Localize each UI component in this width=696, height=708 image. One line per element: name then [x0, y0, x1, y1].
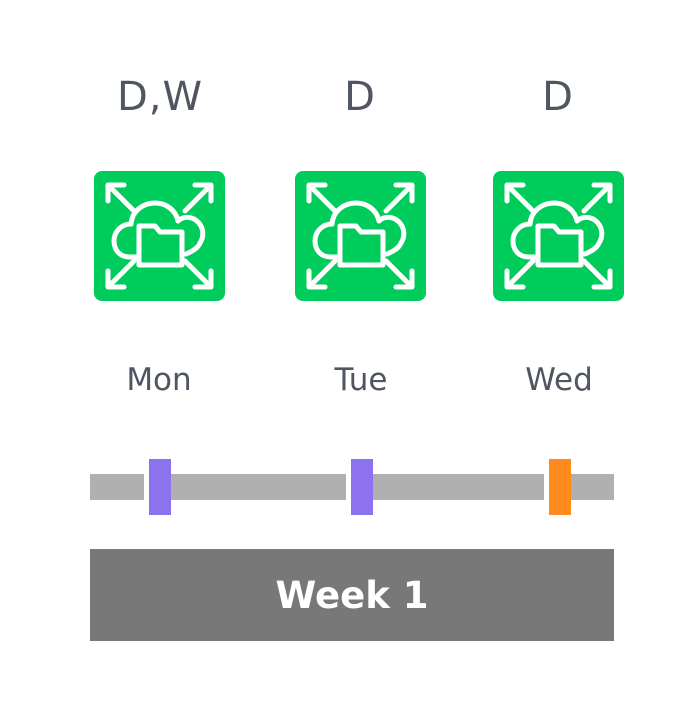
cloud-folder-expand-icon: [94, 171, 225, 301]
cloud-folder-expand-icon: [295, 171, 426, 301]
week-label-bar: Week 1: [90, 549, 614, 641]
backup-code-tue: D: [344, 74, 376, 120]
timeline-marker-mon: [149, 459, 171, 515]
marker-gap: [544, 466, 552, 508]
backup-code-mon: D,W: [116, 74, 204, 120]
day-label-mon: Mon: [126, 362, 192, 398]
day-label-wed: Wed: [525, 362, 593, 398]
cloud-folder-expand-icon: [493, 171, 624, 301]
day-label-tue: Tue: [334, 362, 388, 398]
marker-gap: [144, 466, 152, 508]
timeline-marker-tue: [351, 459, 373, 515]
week-label: Week 1: [275, 573, 429, 617]
backup-code-wed: D: [542, 74, 574, 120]
marker-gap: [346, 466, 354, 508]
timeline-marker-wed: [549, 459, 571, 515]
